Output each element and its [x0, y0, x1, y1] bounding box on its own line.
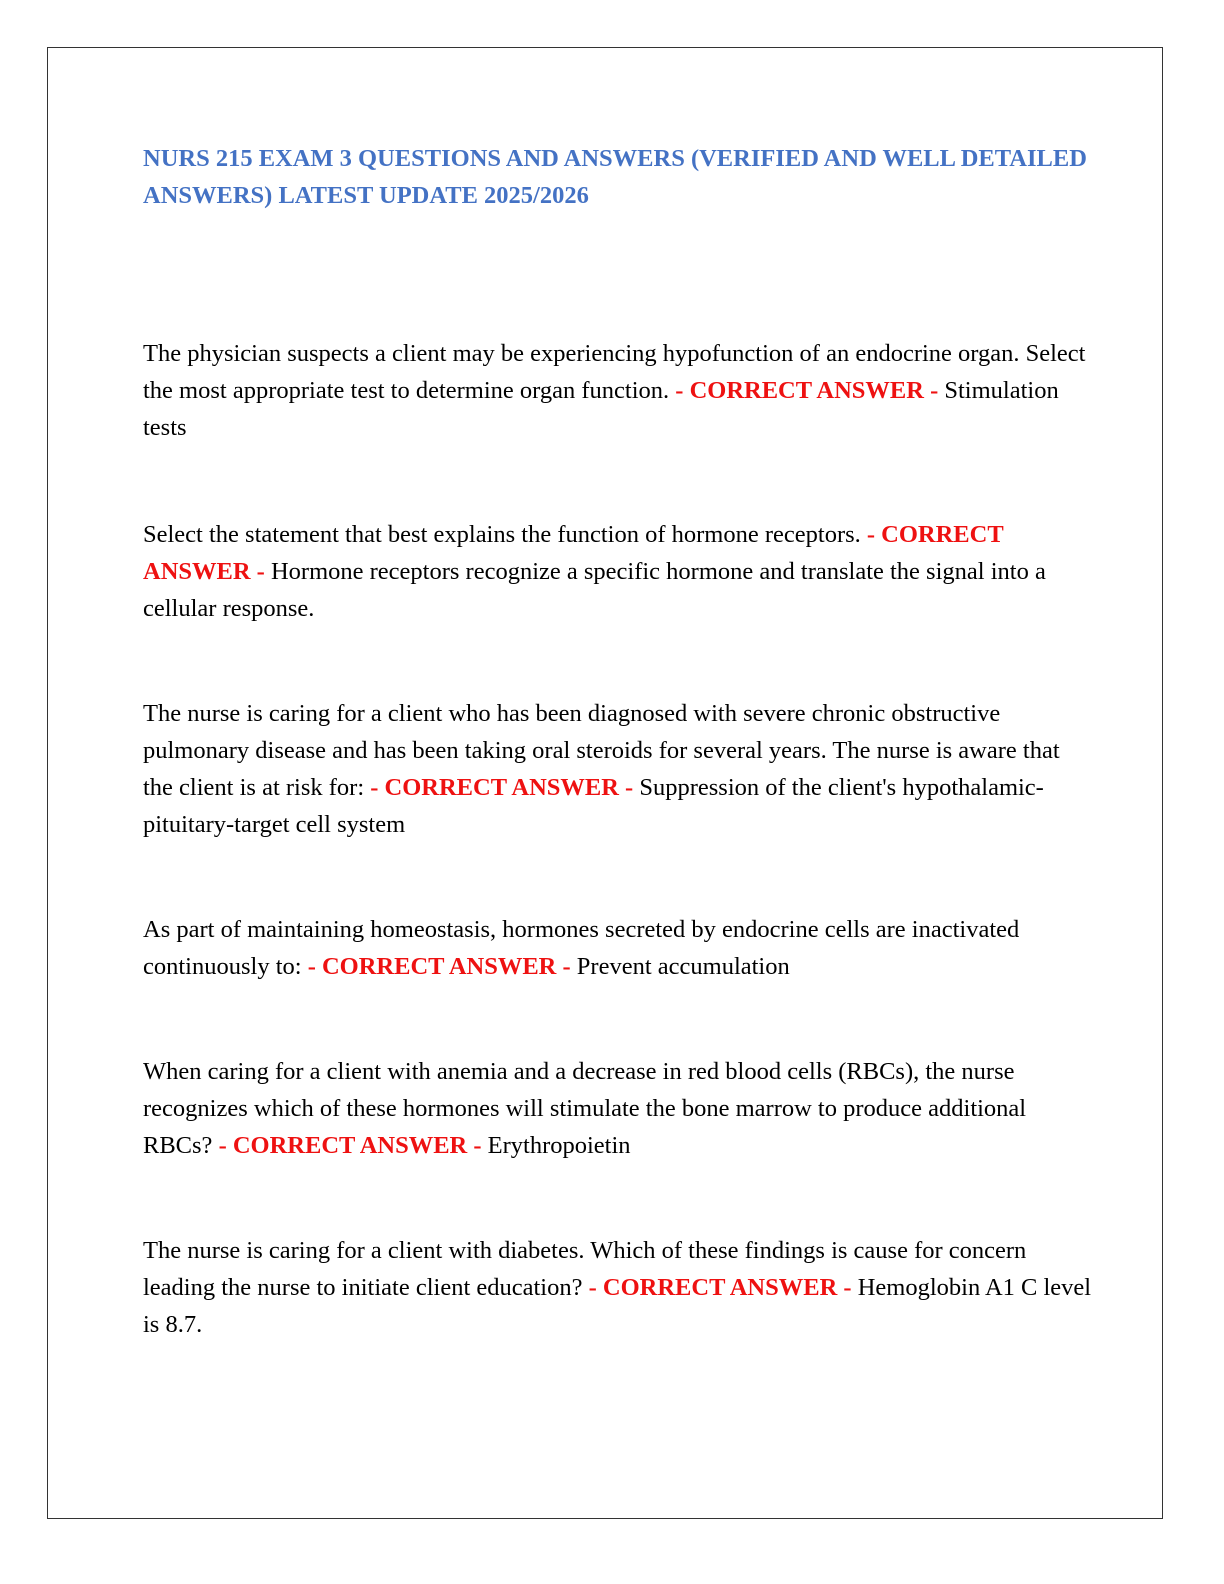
question-text: As part of maintaining homeostasis, horm… — [143, 916, 1020, 980]
qa-item-6: The nurse is caring for a client with di… — [143, 1232, 1093, 1343]
question-text: When caring for a client with anemia and… — [143, 1058, 1027, 1159]
answer-text: Hormone receptors recognize a specific h… — [143, 558, 1046, 622]
correct-answer-marker: - CORRECT ANSWER - — [143, 521, 1004, 585]
answer-text: Erythropoietin — [487, 1132, 631, 1159]
answer-text: Hemoglobin A1 C level is 8.7. — [143, 1274, 1092, 1338]
question-text: The nurse is caring for a client with di… — [143, 1237, 1027, 1301]
page-border — [47, 47, 1163, 1519]
correct-answer-marker: - CORRECT ANSWER - — [370, 774, 634, 801]
correct-answer-marker: - CORRECT ANSWER - — [588, 1274, 852, 1301]
answer-text: Prevent accumulation — [576, 953, 790, 980]
qa-item-4: As part of maintaining homeostasis, horm… — [143, 911, 1093, 985]
qa-item-2: Select the statement that best explains … — [143, 516, 1093, 627]
qa-item-3: The nurse is caring for a client who has… — [143, 695, 1093, 843]
correct-answer-marker: - CORRECT ANSWER - — [218, 1132, 482, 1159]
correct-answer-marker: - CORRECT ANSWER - — [307, 953, 571, 980]
answer-text: Stimulation tests — [143, 377, 1059, 441]
qa-item-5: When caring for a client with anemia and… — [143, 1053, 1093, 1164]
question-text: Select the statement that best explains … — [143, 521, 861, 548]
answer-text: Suppression of the client's hypothalamic… — [143, 774, 1044, 838]
correct-answer-marker: - CORRECT ANSWER - — [675, 377, 939, 404]
qa-item-1: The physician suspects a client may be e… — [143, 335, 1093, 446]
question-text: The nurse is caring for a client who has… — [143, 700, 1060, 801]
question-text: The physician suspects a client may be e… — [143, 340, 1086, 404]
document-title: NURS 215 EXAM 3 QUESTIONS AND ANSWERS (V… — [143, 145, 1087, 209]
